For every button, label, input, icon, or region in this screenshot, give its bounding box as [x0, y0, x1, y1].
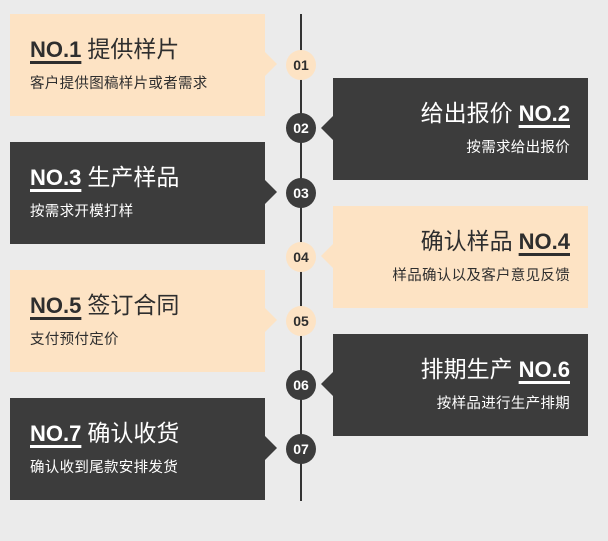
step-6-description: 按样品进行生产排期 — [436, 396, 570, 412]
step-5-description: 支付预付定价 — [30, 332, 119, 348]
step-4-number-label: NO.4 — [518, 229, 570, 254]
step-2-marker: 02 — [286, 113, 316, 143]
step-5-pointer — [265, 308, 277, 332]
step-4-description: 样品确认以及客户意见反馈 — [392, 268, 570, 284]
step-4-title: 确认样品 — [420, 229, 513, 255]
step-4-pointer — [321, 244, 333, 268]
step-5-number-label: NO.5 — [30, 293, 82, 318]
step-3-number-label: NO.3 — [30, 165, 82, 190]
step-1-description: 客户提供图稿样片或者需求 — [30, 76, 208, 92]
step-1-number-label: NO.1 — [30, 37, 82, 62]
step-1-marker: 01 — [286, 50, 316, 80]
step-2-description: 按需求给出报价 — [466, 140, 570, 156]
step-2-pointer — [321, 116, 333, 140]
step-5-title: 签订合同 — [87, 293, 180, 319]
step-3-marker: 03 — [286, 178, 316, 208]
step-6-marker: 06 — [286, 370, 316, 400]
step-7-pointer — [265, 436, 277, 460]
step-7-title: 确认收货 — [87, 421, 180, 447]
step-1-pointer — [265, 52, 277, 76]
step-7-description: 确认收到尾款安排发货 — [30, 460, 178, 476]
step-1-title: 提供样片 — [87, 37, 180, 63]
step-2-number-label: NO.2 — [518, 101, 570, 126]
step-7-number-label: NO.7 — [30, 421, 82, 446]
step-3-title: 生产样品 — [87, 165, 180, 191]
step-4-marker: 04 — [286, 242, 316, 272]
step-3-pointer — [265, 180, 277, 204]
step-2-title: 给出报价 — [420, 101, 513, 127]
step-6-title: 排期生产 — [420, 357, 513, 383]
step-6-number-label: NO.6 — [518, 357, 570, 382]
step-3-description: 按需求开模打样 — [30, 204, 134, 220]
step-7-marker: 07 — [286, 434, 316, 464]
step-5-marker: 05 — [286, 306, 316, 336]
step-6-pointer — [321, 372, 333, 396]
